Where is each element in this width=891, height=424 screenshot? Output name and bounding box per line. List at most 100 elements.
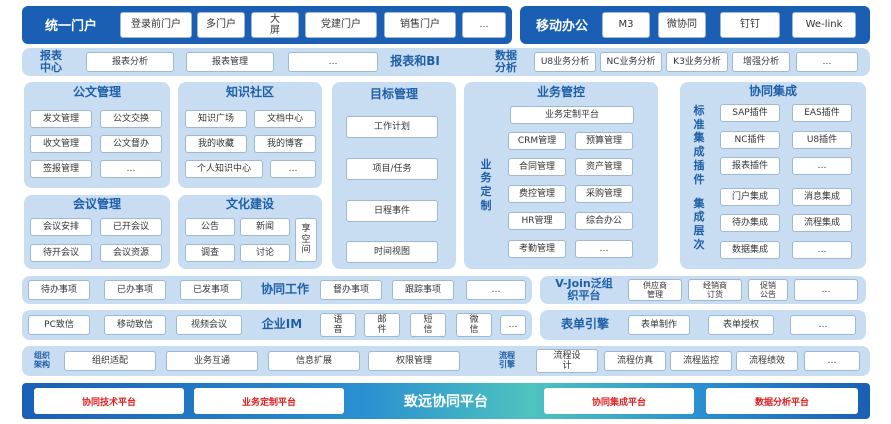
portal-item[interactable]: 销售门户 (384, 12, 456, 38)
doc-item[interactable]: 发文管理 (30, 110, 92, 128)
im-item[interactable]: … (500, 315, 526, 335)
collab-item[interactable]: 待办事项 (28, 280, 90, 300)
doc-item[interactable]: … (100, 160, 162, 178)
mobile-item[interactable]: We-link (792, 12, 856, 38)
portal-item[interactable]: … (462, 12, 506, 38)
vjoin-item[interactable]: 经销商订货 (688, 279, 742, 301)
flow-item[interactable]: 流程绩效 (736, 351, 798, 371)
platform-item[interactable]: 协同技术平台 (34, 388, 184, 414)
bizcontrol-item[interactable]: 综合办公 (575, 212, 633, 230)
org-item[interactable]: 权限管理 (368, 351, 460, 371)
flow-item[interactable]: 流程监控 (670, 351, 732, 371)
analysis-item[interactable]: 增强分析 (732, 52, 790, 72)
flow-item[interactable]: 流程仿真 (604, 351, 666, 371)
integration-item[interactable]: EAS插件 (792, 104, 852, 122)
bizcontrol-item[interactable]: 考勤管理 (508, 240, 566, 258)
meeting-item[interactable]: 会议安排 (30, 218, 92, 236)
integration-item[interactable]: SAP插件 (720, 104, 780, 122)
integration-item[interactable]: 消息集成 (792, 188, 852, 206)
doc-item[interactable]: 公文交换 (100, 110, 162, 128)
integration-item[interactable]: 报表插件 (720, 157, 780, 175)
goal-item[interactable]: 时间视图 (346, 241, 438, 263)
collab-item[interactable]: 跟踪事项 (392, 280, 454, 300)
flow-item[interactable]: 流程设计 (536, 349, 598, 373)
bizcontrol-item[interactable]: 费控管理 (508, 185, 566, 203)
vjoin-item[interactable]: … (794, 279, 858, 301)
integration-item[interactable]: … (792, 241, 852, 259)
flow-item[interactable]: … (804, 351, 860, 371)
mobile-item[interactable]: M3 (602, 12, 650, 38)
portal-item[interactable]: 党建门户 (305, 12, 377, 38)
meeting-item[interactable]: 待开会议 (30, 244, 92, 262)
bizcontrol-platform[interactable]: 业务定制平台 (510, 106, 634, 124)
collab-item[interactable]: 已办事项 (104, 280, 166, 300)
knowledge-item[interactable]: 个人知识中心 (185, 160, 263, 178)
integration-item[interactable]: U8插件 (792, 131, 852, 149)
goal-item[interactable]: 项目/任务 (346, 158, 438, 180)
culture-item[interactable]: 调查 (185, 244, 235, 262)
bizcontrol-item[interactable]: … (575, 240, 633, 258)
integration-item[interactable]: 门户集成 (720, 188, 780, 206)
meeting-item[interactable]: 已开会议 (100, 218, 162, 236)
report-center-item[interactable]: 报表管理 (186, 52, 274, 72)
culture-item[interactable]: 享空间 (295, 218, 317, 262)
bizcontrol-item[interactable]: 采购管理 (575, 185, 633, 203)
bizcontrol-item[interactable]: 资产管理 (575, 158, 633, 176)
im-item[interactable]: 视频会议 (176, 315, 242, 335)
im-item[interactable]: 语音 (320, 313, 356, 337)
platform-item[interactable]: 业务定制平台 (194, 388, 344, 414)
culture-item[interactable]: 新闻 (240, 218, 290, 236)
analysis-item[interactable]: K3业务分析 (666, 52, 728, 72)
doc-item[interactable]: 签报管理 (30, 160, 92, 178)
doc-item[interactable]: 公文督办 (100, 135, 162, 153)
portal-item[interactable]: 登录前门户 (120, 12, 192, 38)
im-item[interactable]: 移动致信 (104, 315, 166, 335)
knowledge-item[interactable]: 知识广场 (185, 110, 247, 128)
platform-item[interactable]: 协同集成平台 (544, 388, 694, 414)
analysis-item[interactable]: … (796, 52, 858, 72)
goal-item[interactable]: 日程事件 (346, 200, 438, 222)
bizcontrol-item[interactable]: CRM管理 (508, 132, 566, 150)
portal-item[interactable]: 多门户 (197, 12, 245, 38)
im-item[interactable]: 邮件 (364, 313, 400, 337)
collab-item[interactable]: 已发事项 (180, 280, 242, 300)
integration-item[interactable]: 数据集成 (720, 241, 780, 259)
form-item[interactable]: 表单授权 (708, 315, 774, 335)
collab-item[interactable]: … (466, 280, 526, 300)
bizcontrol-item[interactable]: HR管理 (508, 212, 566, 230)
culture-item[interactable]: 讨论 (240, 244, 290, 262)
integration-item[interactable]: 待办集成 (720, 214, 780, 232)
doc-item[interactable]: 收文管理 (30, 135, 92, 153)
org-item[interactable]: 组织适配 (64, 351, 156, 371)
vjoin-item[interactable]: 促销公告 (748, 279, 788, 301)
im-item[interactable]: PC致信 (28, 315, 90, 335)
report-center-item[interactable]: 报表分析 (86, 52, 174, 72)
meeting-item[interactable]: 会议资源 (100, 244, 162, 262)
form-item[interactable]: … (790, 315, 856, 335)
analysis-item[interactable]: NC业务分析 (600, 52, 662, 72)
org-item[interactable]: 业务互通 (166, 351, 258, 371)
integration-item[interactable]: 流程集成 (792, 214, 852, 232)
portal-item[interactable]: 大屏 (251, 12, 299, 38)
bizcontrol-item[interactable]: 合同管理 (508, 158, 566, 176)
bizcontrol-item[interactable]: 预算管理 (575, 132, 633, 150)
culture-item[interactable]: 公告 (185, 218, 235, 236)
form-item[interactable]: 表单制作 (628, 315, 690, 335)
analysis-item[interactable]: U8业务分析 (534, 52, 596, 72)
collab-item[interactable]: 督办事项 (320, 280, 382, 300)
mobile-item[interactable]: 钉钉 (720, 12, 780, 38)
knowledge-item[interactable]: 文档中心 (254, 110, 316, 128)
knowledge-item[interactable]: 我的收藏 (185, 135, 247, 153)
integration-item[interactable]: NC插件 (720, 131, 780, 149)
knowledge-item[interactable]: … (270, 160, 316, 178)
report-center-item[interactable]: … (288, 52, 378, 72)
platform-item[interactable]: 数据分析平台 (706, 388, 858, 414)
mobile-item[interactable]: 微协同 (658, 12, 706, 38)
knowledge-item[interactable]: 我的博客 (254, 135, 316, 153)
integration-item[interactable]: … (792, 157, 852, 175)
im-item[interactable]: 微信 (456, 313, 492, 337)
im-item[interactable]: 短信 (410, 313, 446, 337)
org-item[interactable]: 信息扩展 (268, 351, 360, 371)
vjoin-item[interactable]: 供应商管理 (628, 279, 682, 301)
goal-item[interactable]: 工作计划 (346, 116, 438, 138)
